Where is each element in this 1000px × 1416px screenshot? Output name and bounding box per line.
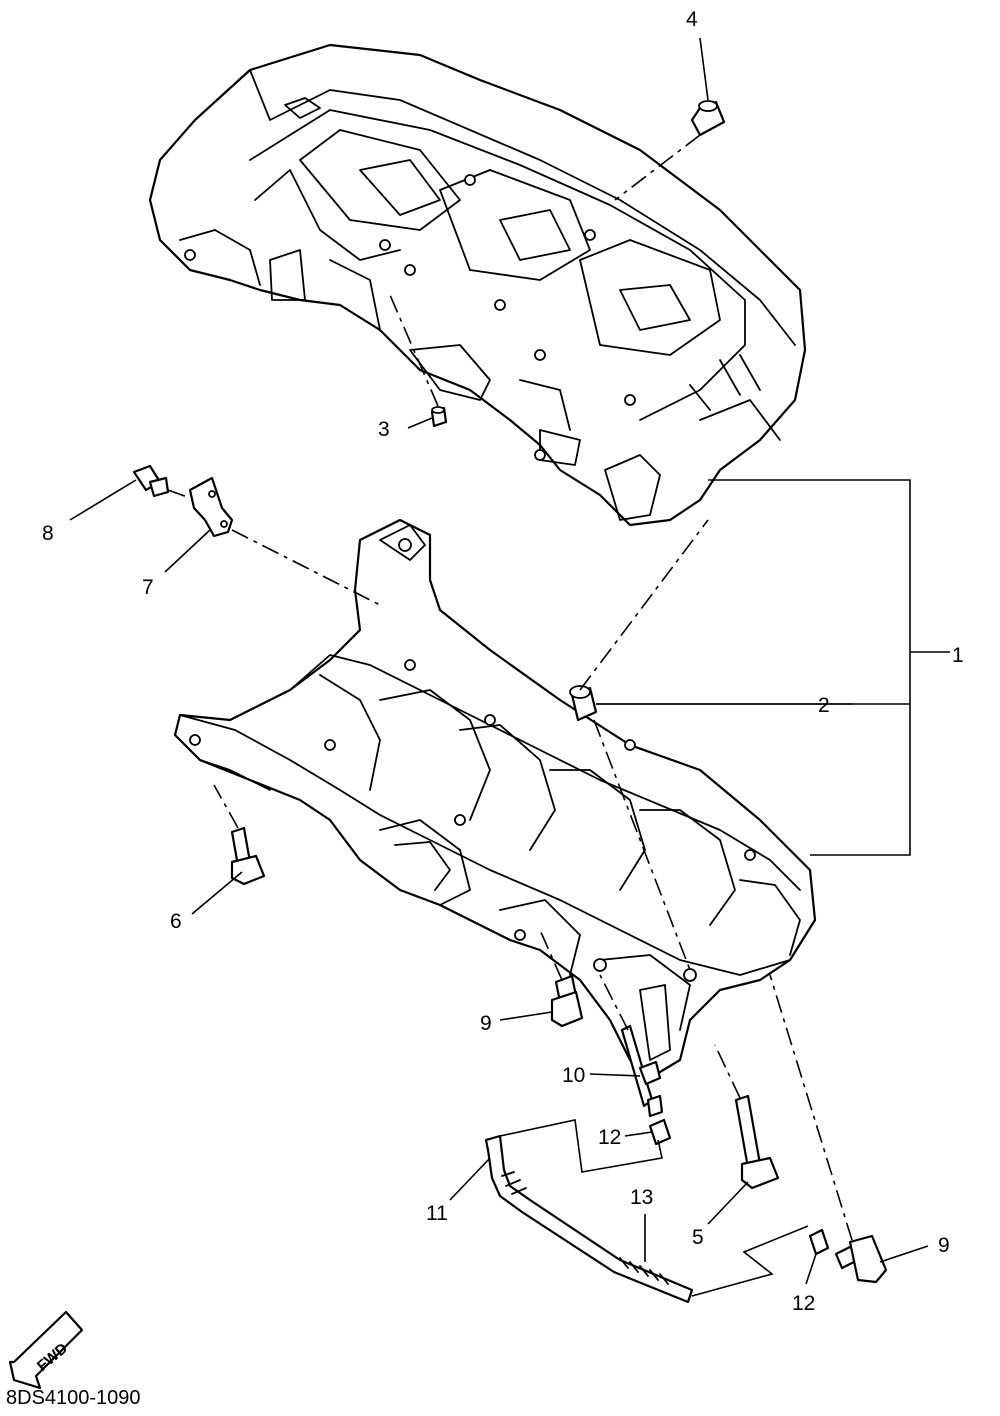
callout-12-upper: 12 (598, 1126, 621, 1149)
lower-crankcase (173, 518, 817, 1077)
callout-8: 8 (42, 522, 54, 545)
callout-13: 13 (630, 1186, 653, 1209)
dowel-pin-2 (569, 685, 598, 722)
callouts: 4 3 8 7 1 2 6 9 10 12 11 13 5 9 12 (42, 8, 964, 1315)
bolt-6 (230, 826, 266, 886)
upper-crankcase (148, 43, 807, 527)
callout-3: 3 (378, 418, 390, 441)
dowel-pin-3 (430, 406, 448, 428)
hose-routing-lines (499, 1119, 809, 1297)
cap-12-upper (648, 1118, 672, 1146)
callout-4: 4 (686, 8, 698, 31)
assembly-lines (167, 134, 853, 1241)
callout-10: 10 (562, 1064, 585, 1087)
leader-lines (69, 37, 929, 1285)
fwd-arrow: FWD (8, 1310, 84, 1390)
callout-9-upper: 9 (480, 1012, 492, 1035)
fitting-9-upper (550, 974, 584, 1028)
spring-13 (619, 1257, 669, 1285)
cap-12-lower (808, 1228, 830, 1256)
callout-11: 11 (426, 1202, 448, 1225)
bolt-5 (734, 1094, 780, 1190)
diagram-code: 8DS4100-1090 (6, 1387, 141, 1409)
callout-7: 7 (142, 576, 154, 599)
callout-6: 6 (170, 910, 182, 933)
pipe-10 (620, 1024, 664, 1118)
bracket-7 (188, 476, 234, 538)
dowel-pin-4 (690, 100, 726, 137)
bolt-8 (132, 464, 170, 498)
callout-5: 5 (692, 1226, 704, 1249)
callout-12-lower: 12 (792, 1292, 815, 1315)
hose-11 (484, 1134, 694, 1304)
fitting-9-lower (834, 1234, 888, 1284)
callout-2: 2 (818, 694, 830, 717)
callout-1: 1 (952, 644, 964, 667)
callout-9-lower: 9 (938, 1234, 950, 1257)
